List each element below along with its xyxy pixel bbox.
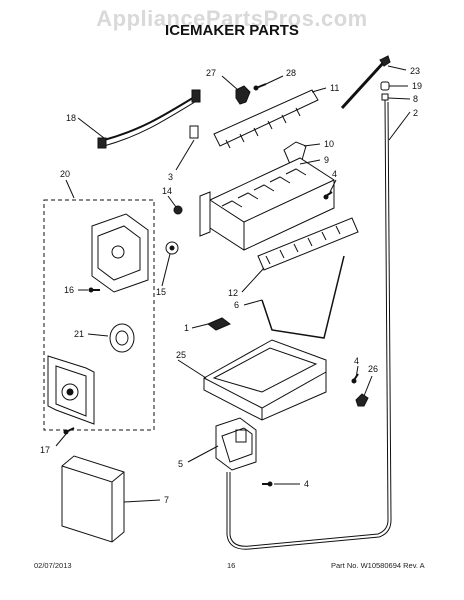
- part-7-cover: [61, 455, 125, 543]
- part-8-clamp: [381, 93, 389, 101]
- part-28-screw: [253, 83, 267, 91]
- callout-15: 15: [156, 287, 166, 297]
- leader-2: [388, 111, 411, 141]
- page-title: ICEMAKER PARTS: [165, 22, 299, 39]
- callout-12: 12: [228, 288, 238, 298]
- callout-26: 26: [368, 364, 378, 374]
- callout-20: 20: [60, 169, 70, 179]
- callout-25: 25: [176, 350, 186, 360]
- part-21-motor: [109, 323, 135, 353]
- leader-3: [175, 139, 195, 171]
- part-6-feeler-arm: [261, 255, 345, 339]
- callout-23: 23: [410, 66, 420, 76]
- part-12-ice-stripper: [257, 217, 359, 271]
- callout-7: 7: [164, 495, 169, 505]
- callout-14: 14: [162, 186, 172, 196]
- part-4-screw-a: [323, 191, 333, 200]
- part-20-control-module-group: [43, 199, 155, 431]
- callout-21: 21: [74, 329, 84, 339]
- callout-28: 28: [286, 68, 296, 78]
- callout-8: 8: [413, 94, 418, 104]
- watermark: AppliancePartsPros.com: [96, 6, 368, 31]
- leader-17: [55, 433, 67, 447]
- footer-part-number: Part No. W10580694 Rev. A: [331, 561, 425, 570]
- callout-2: 2: [413, 108, 418, 118]
- leader-23: [387, 65, 407, 71]
- leader-4b: [355, 365, 359, 379]
- callout-19: 19: [412, 81, 422, 91]
- callout-4a: 4: [332, 169, 337, 179]
- part-15-gear: [165, 241, 179, 255]
- part-5-water-valve: [215, 417, 257, 471]
- footer-page-number: 16: [227, 561, 236, 570]
- part-9-icemaker-mold: [199, 157, 335, 251]
- callout-10: 10: [324, 139, 334, 149]
- leader-8: [387, 97, 411, 100]
- leader-12: [241, 267, 265, 293]
- part-2-water-line: [226, 99, 392, 550]
- part-4-screw-c: [262, 481, 273, 487]
- part-19-grommet: [380, 81, 390, 91]
- callout-6: 6: [234, 300, 239, 310]
- part-23-fill-tube: [340, 55, 391, 110]
- part-module-housing: [91, 213, 149, 293]
- callout-4b: 4: [354, 356, 359, 366]
- callout-17: 17: [40, 445, 50, 455]
- leader-21: [87, 333, 109, 337]
- leader-20: [65, 179, 75, 199]
- callout-9: 9: [324, 155, 329, 165]
- footer-date: 02/07/2013: [34, 561, 72, 570]
- leader-14: [167, 195, 177, 208]
- leader-10: [303, 143, 321, 147]
- leader-27: [221, 75, 239, 91]
- leader-15: [161, 253, 171, 287]
- leader-25: [177, 359, 207, 379]
- part-module-cover: [47, 355, 95, 425]
- part-3-bracket: [189, 125, 199, 139]
- leader-9: [299, 159, 321, 165]
- part-25-ice-bin: [203, 339, 327, 421]
- leader-1: [191, 323, 209, 329]
- callout-11: 11: [330, 83, 339, 93]
- part-11-cover: [213, 89, 319, 149]
- callout-18: 18: [66, 113, 76, 123]
- part-26-clip: [355, 393, 369, 407]
- leader-4a: [329, 179, 337, 193]
- callout-3: 3: [168, 172, 173, 182]
- callout-4c: 4: [304, 479, 309, 489]
- callout-1: 1: [184, 323, 189, 333]
- leader-26: [363, 375, 373, 397]
- part-16-screw: [88, 287, 100, 293]
- part-14-thermostat: [173, 205, 183, 215]
- leader-11: [311, 87, 327, 93]
- leader-5: [187, 445, 219, 463]
- callout-16: 16: [64, 285, 74, 295]
- leader-7: [123, 499, 161, 503]
- callout-5: 5: [178, 459, 183, 469]
- callout-27: 27: [206, 68, 216, 78]
- leader-28: [265, 75, 284, 85]
- part-1-plate: [207, 317, 231, 331]
- leader-18: [77, 117, 105, 139]
- leader-6: [243, 299, 263, 306]
- part-27-clip: [235, 85, 251, 105]
- part-4-screw-b: [351, 373, 359, 384]
- part-17-screw: [63, 427, 75, 435]
- part-18-wire-harness: [97, 89, 201, 149]
